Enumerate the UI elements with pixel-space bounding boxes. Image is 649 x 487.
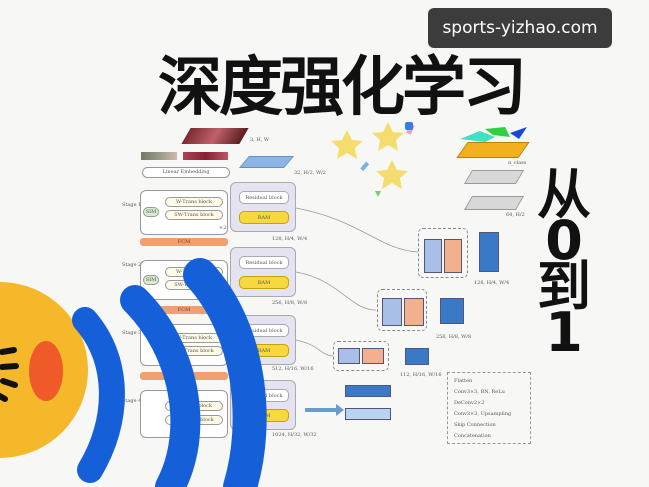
concat-box <box>333 341 389 371</box>
feature-cube <box>444 239 462 273</box>
stage-box: SIM W-Trans block SW-Trans block ×2 <box>140 190 228 235</box>
star-icon <box>331 130 363 159</box>
w-trans-block: W-Trans block <box>165 197 223 207</box>
stage-label: Stage 1 <box>122 202 142 208</box>
residual-stage: Residual block RAM <box>230 247 296 297</box>
stage-label: Stage 3 <box>122 330 142 336</box>
sim-block: SIM <box>143 207 159 217</box>
feature-cube <box>405 348 429 365</box>
enc-label: 32, H/2, W/2 <box>294 170 326 176</box>
legend-item: DeConv2×2 <box>454 400 485 406</box>
legend-item: Conv3×3, BN, ReLu <box>454 389 505 395</box>
emoji-eye-icon <box>0 347 19 402</box>
linear-embedding: Linear Embedding <box>142 167 230 178</box>
feature-cube <box>404 298 424 326</box>
legend-item: Concatenation <box>454 433 491 439</box>
stage-label: Stage 4 <box>122 398 142 404</box>
enc-label: 512, H/16, W/16 <box>272 366 314 372</box>
dec-label: 128, H/4, W/4 <box>474 280 510 286</box>
legend: Flatten Conv3×3, BN, ReLu DeConv2×2 Conv… <box>447 372 531 444</box>
patches <box>141 152 177 160</box>
feature-cube <box>338 348 360 364</box>
subtitle-char: 0 <box>545 209 583 272</box>
feature-cube <box>424 239 442 273</box>
sim-block: SIM <box>143 275 159 285</box>
bottleneck-block <box>345 385 391 397</box>
ram-block: RAM <box>239 276 289 289</box>
repeat-label: ×2 <box>219 225 227 231</box>
signal-arc-icon <box>72 307 125 483</box>
patches <box>183 152 228 160</box>
concat-box <box>418 228 468 278</box>
page-title: 深度强化学习 <box>158 51 527 125</box>
gem-icon <box>405 122 413 130</box>
bottleneck-block <box>345 408 391 420</box>
legend-item: Conv3×3, Upsampling <box>454 411 512 417</box>
subtitle-char: 1 <box>545 301 583 364</box>
residual-stage: Residual block RAM <box>230 182 296 232</box>
signal-arc-icon <box>183 258 267 487</box>
input-label: 3, H, W <box>250 137 270 143</box>
star-icon <box>372 122 404 151</box>
subtitle-char: 到 <box>537 255 591 318</box>
signal-arc-icon <box>120 285 201 487</box>
dec-label: n_class <box>508 160 527 166</box>
ram-block: RAM <box>239 211 289 224</box>
concat-box <box>377 289 427 331</box>
feature-cube <box>440 298 464 324</box>
enc-label: 256, H/8, W/8 <box>272 300 308 306</box>
subtitle-char: 从 <box>537 163 591 226</box>
residual-block: Residual block <box>239 191 289 204</box>
legend-item: Skip Connection <box>454 422 496 428</box>
fcm-block: FCM <box>140 238 228 246</box>
emoji-cheek-icon <box>29 341 63 401</box>
dec-label: 256, H/8, W/8 <box>436 334 472 340</box>
feature-cube <box>362 348 384 364</box>
enc-label: 1024, H/32, W/32 <box>272 432 317 438</box>
stage-label: Stage 2 <box>122 262 142 268</box>
enc-label: 128, H/4, W/4 <box>272 236 308 242</box>
star-icon <box>376 160 408 189</box>
fcm-block: FCM <box>140 306 228 314</box>
residual-block: Residual block <box>239 256 289 269</box>
vertical-subtitle: 从 0 到 1 <box>536 163 592 364</box>
feature-cube <box>479 232 499 272</box>
watermark: sports-yizhao.com <box>428 8 612 48</box>
dec-label: 64, H/2 <box>506 212 525 218</box>
sw-trans-block: SW-Trans block <box>165 210 223 220</box>
legend-item: Flatten <box>454 378 473 384</box>
segmentation-output <box>460 127 527 142</box>
dec-label: 112, H/16, W/16 <box>400 372 442 378</box>
feature-cube <box>382 298 402 326</box>
